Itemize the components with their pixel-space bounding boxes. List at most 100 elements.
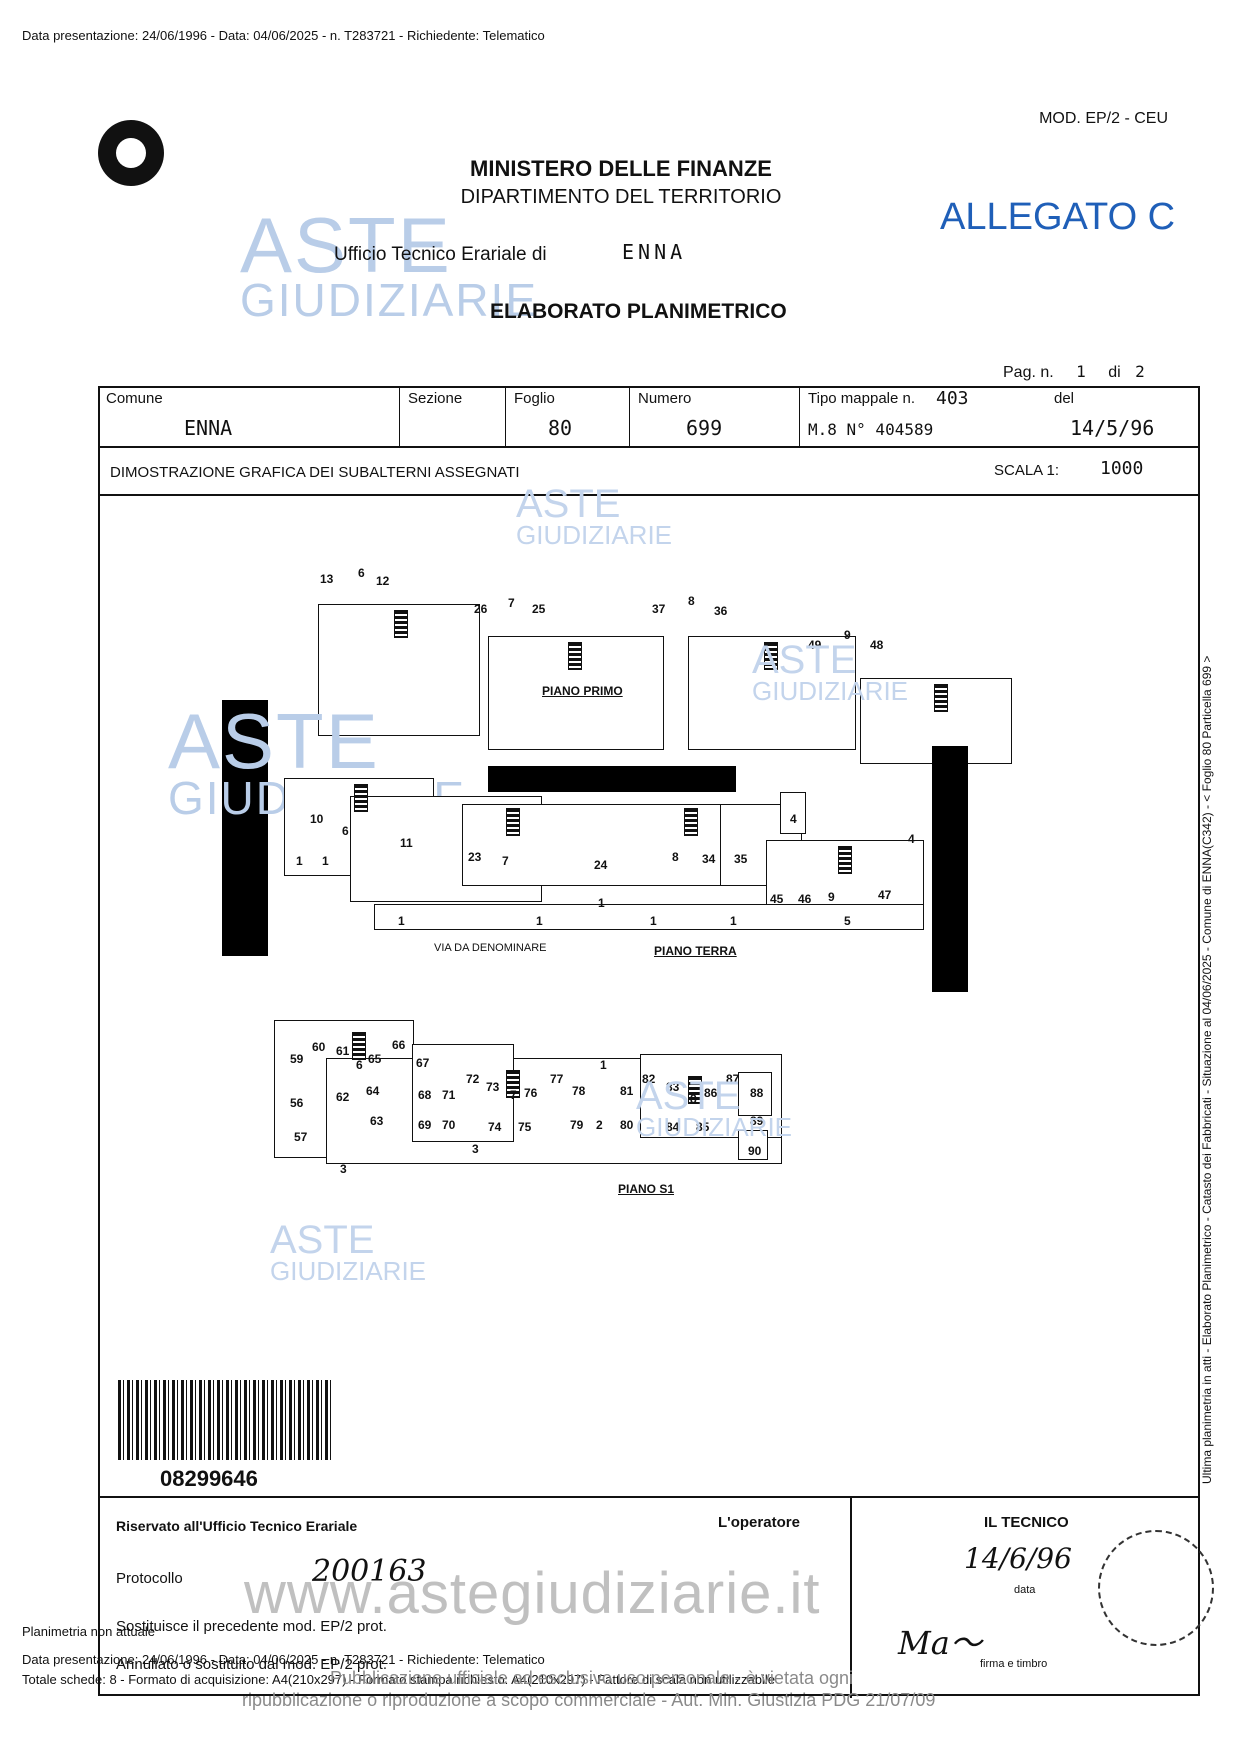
office-value: ENNA bbox=[622, 240, 687, 264]
allegato-label: ALLEGATO C bbox=[940, 196, 1176, 238]
subaltern-label: 25 bbox=[532, 602, 546, 616]
page-of-label: di bbox=[1108, 364, 1121, 381]
subaltern-label: 3 bbox=[340, 1162, 347, 1176]
subaltern-label: 70 bbox=[442, 1118, 456, 1132]
sezione-label: Sezione bbox=[408, 390, 463, 407]
subaltern-label: 7 bbox=[508, 596, 515, 610]
subaltern-label: 37 bbox=[652, 602, 666, 616]
piano-primo-title: PIANO PRIMO bbox=[542, 684, 623, 698]
subaltern-label: 59 bbox=[290, 1052, 304, 1066]
del-label: del bbox=[1054, 390, 1075, 407]
page-total: 2 bbox=[1135, 362, 1145, 381]
subaltern-label: 45 bbox=[770, 892, 784, 906]
barcode-number: 08299646 bbox=[160, 1466, 258, 1491]
numero-cell: Numero 699 bbox=[630, 386, 800, 446]
stairwell-icon bbox=[352, 1032, 366, 1060]
subaltern-label: 26 bbox=[474, 602, 488, 616]
subaltern-label: 72 bbox=[466, 1072, 480, 1086]
subaltern-label: 3 bbox=[472, 1142, 479, 1156]
building-block bbox=[738, 1072, 772, 1116]
watermark-notice-2: ripubblicazione o riproduzione a scopo c… bbox=[242, 1690, 936, 1710]
stairwell-icon bbox=[394, 610, 408, 638]
piano-terra-title: PIANO TERRA bbox=[654, 944, 737, 958]
subaltern-label: 88 bbox=[750, 1086, 764, 1100]
scale-label: SCALA 1: bbox=[994, 462, 1060, 479]
subaltern-label: 7 bbox=[502, 854, 509, 868]
subaltern-label: 67 bbox=[416, 1056, 430, 1070]
subaltern-label: 8 bbox=[688, 594, 695, 608]
subaltern-label: 60 bbox=[312, 1040, 326, 1054]
subaltern-label: 74 bbox=[488, 1120, 502, 1134]
subaltern-label: 12 bbox=[376, 574, 390, 588]
watermark-giudiziarie: GIUDIZIARIE bbox=[270, 1256, 427, 1286]
redaction-bar bbox=[932, 746, 968, 992]
tecnico-date: 14/6/96 bbox=[964, 1542, 1072, 1575]
subaltern-label: 1 bbox=[598, 896, 605, 910]
footer-presentation-line: Data presentazione: 24/06/1996 - Data: 0… bbox=[22, 1652, 545, 1667]
subaltern-label: 1 bbox=[322, 854, 329, 868]
stairwell-icon bbox=[506, 808, 520, 836]
stairwell-icon bbox=[506, 1070, 520, 1098]
document-title: ELABORATO PLANIMETRICO bbox=[490, 300, 787, 323]
subaltern-label: 6 bbox=[358, 566, 365, 580]
comune-value: ENNA bbox=[184, 416, 233, 440]
subaltern-label: 5 bbox=[844, 914, 851, 928]
office-reserved-section: Riservato all'Ufficio Tecnico Erariale L… bbox=[98, 1496, 1200, 1698]
subaltern-label: 9 bbox=[828, 890, 835, 904]
protocollo-label: Protocollo bbox=[116, 1570, 183, 1587]
subaltern-label: 1 bbox=[536, 914, 543, 928]
watermark-aste: ASTE bbox=[516, 482, 621, 526]
planimetria-note: Planimetria non attuale bbox=[22, 1624, 155, 1639]
subaltern-label: 7 bbox=[510, 1088, 517, 1102]
subaltern-label: 65 bbox=[368, 1052, 382, 1066]
redaction-bar bbox=[488, 766, 736, 792]
subaltern-label: 62 bbox=[336, 1090, 350, 1104]
sezione-cell: Sezione bbox=[400, 386, 506, 446]
subaltern-label: 10 bbox=[310, 812, 324, 826]
subaltern-label: 75 bbox=[518, 1120, 532, 1134]
stairwell-icon bbox=[838, 846, 852, 874]
scale-value: 1000 bbox=[1100, 458, 1144, 479]
subaltern-label: 78 bbox=[572, 1084, 586, 1098]
subaltern-label: 1 bbox=[650, 914, 657, 928]
foglio-cell: Foglio 80 bbox=[506, 386, 630, 446]
form-frame bbox=[98, 386, 1200, 1696]
operator-label: L'operatore bbox=[718, 1514, 800, 1531]
watermark-giudiziarie: GIUDIZIARIE bbox=[636, 1112, 793, 1142]
watermark-aste: ASTE bbox=[270, 1218, 375, 1262]
subaltern-label: 90 bbox=[748, 1144, 762, 1158]
subaltern-label: 11 bbox=[400, 836, 413, 850]
subaltern-label: 9 bbox=[844, 628, 851, 642]
watermark-logo: ASTE GIUDIZIARIE bbox=[240, 206, 538, 324]
tipo-mappale-value: 403 bbox=[936, 388, 969, 409]
subaltern-label: 63 bbox=[370, 1114, 384, 1128]
subaltern-label: 61 bbox=[336, 1044, 350, 1058]
subaltern-label: 64 bbox=[366, 1084, 380, 1098]
watermark-aste: ASTE bbox=[752, 638, 857, 682]
subaltern-label: 1 bbox=[296, 854, 303, 868]
stairwell-icon bbox=[568, 642, 582, 670]
subaltern-label: 84 bbox=[666, 1120, 680, 1134]
subaltern-label: 71 bbox=[442, 1088, 456, 1102]
page-label: Pag. n. bbox=[1003, 364, 1054, 381]
watermark-aste: ASTE bbox=[168, 697, 380, 785]
building-block bbox=[738, 1130, 768, 1160]
building-block bbox=[780, 792, 806, 834]
subaltern-label: 76 bbox=[524, 1086, 538, 1100]
subaltern-label: 4 bbox=[790, 812, 797, 826]
tipo-mappale-label: Tipo mappale n. bbox=[808, 390, 916, 407]
page-value: 1 bbox=[1076, 362, 1086, 381]
technician-stamp bbox=[1098, 1530, 1214, 1646]
subaltern-label: 85 bbox=[696, 1120, 710, 1134]
building-block bbox=[374, 904, 924, 930]
stairwell-icon bbox=[764, 642, 778, 670]
subaltern-label: 4 bbox=[908, 832, 915, 846]
tipo-mappale-cell: Tipo mappale n. 403 del M.8 N° 404589 14… bbox=[800, 386, 1198, 446]
watermark-notice-1: Pubblicazione ufficiale ad esclusivo uso… bbox=[330, 1668, 853, 1688]
subaltern-label: 47 bbox=[878, 888, 892, 902]
subaltern-label: 81 bbox=[620, 1084, 634, 1098]
barcode-image bbox=[118, 1380, 334, 1460]
subaltern-label: 82 bbox=[642, 1072, 656, 1086]
tecnico-label: IL TECNICO bbox=[984, 1514, 1069, 1531]
